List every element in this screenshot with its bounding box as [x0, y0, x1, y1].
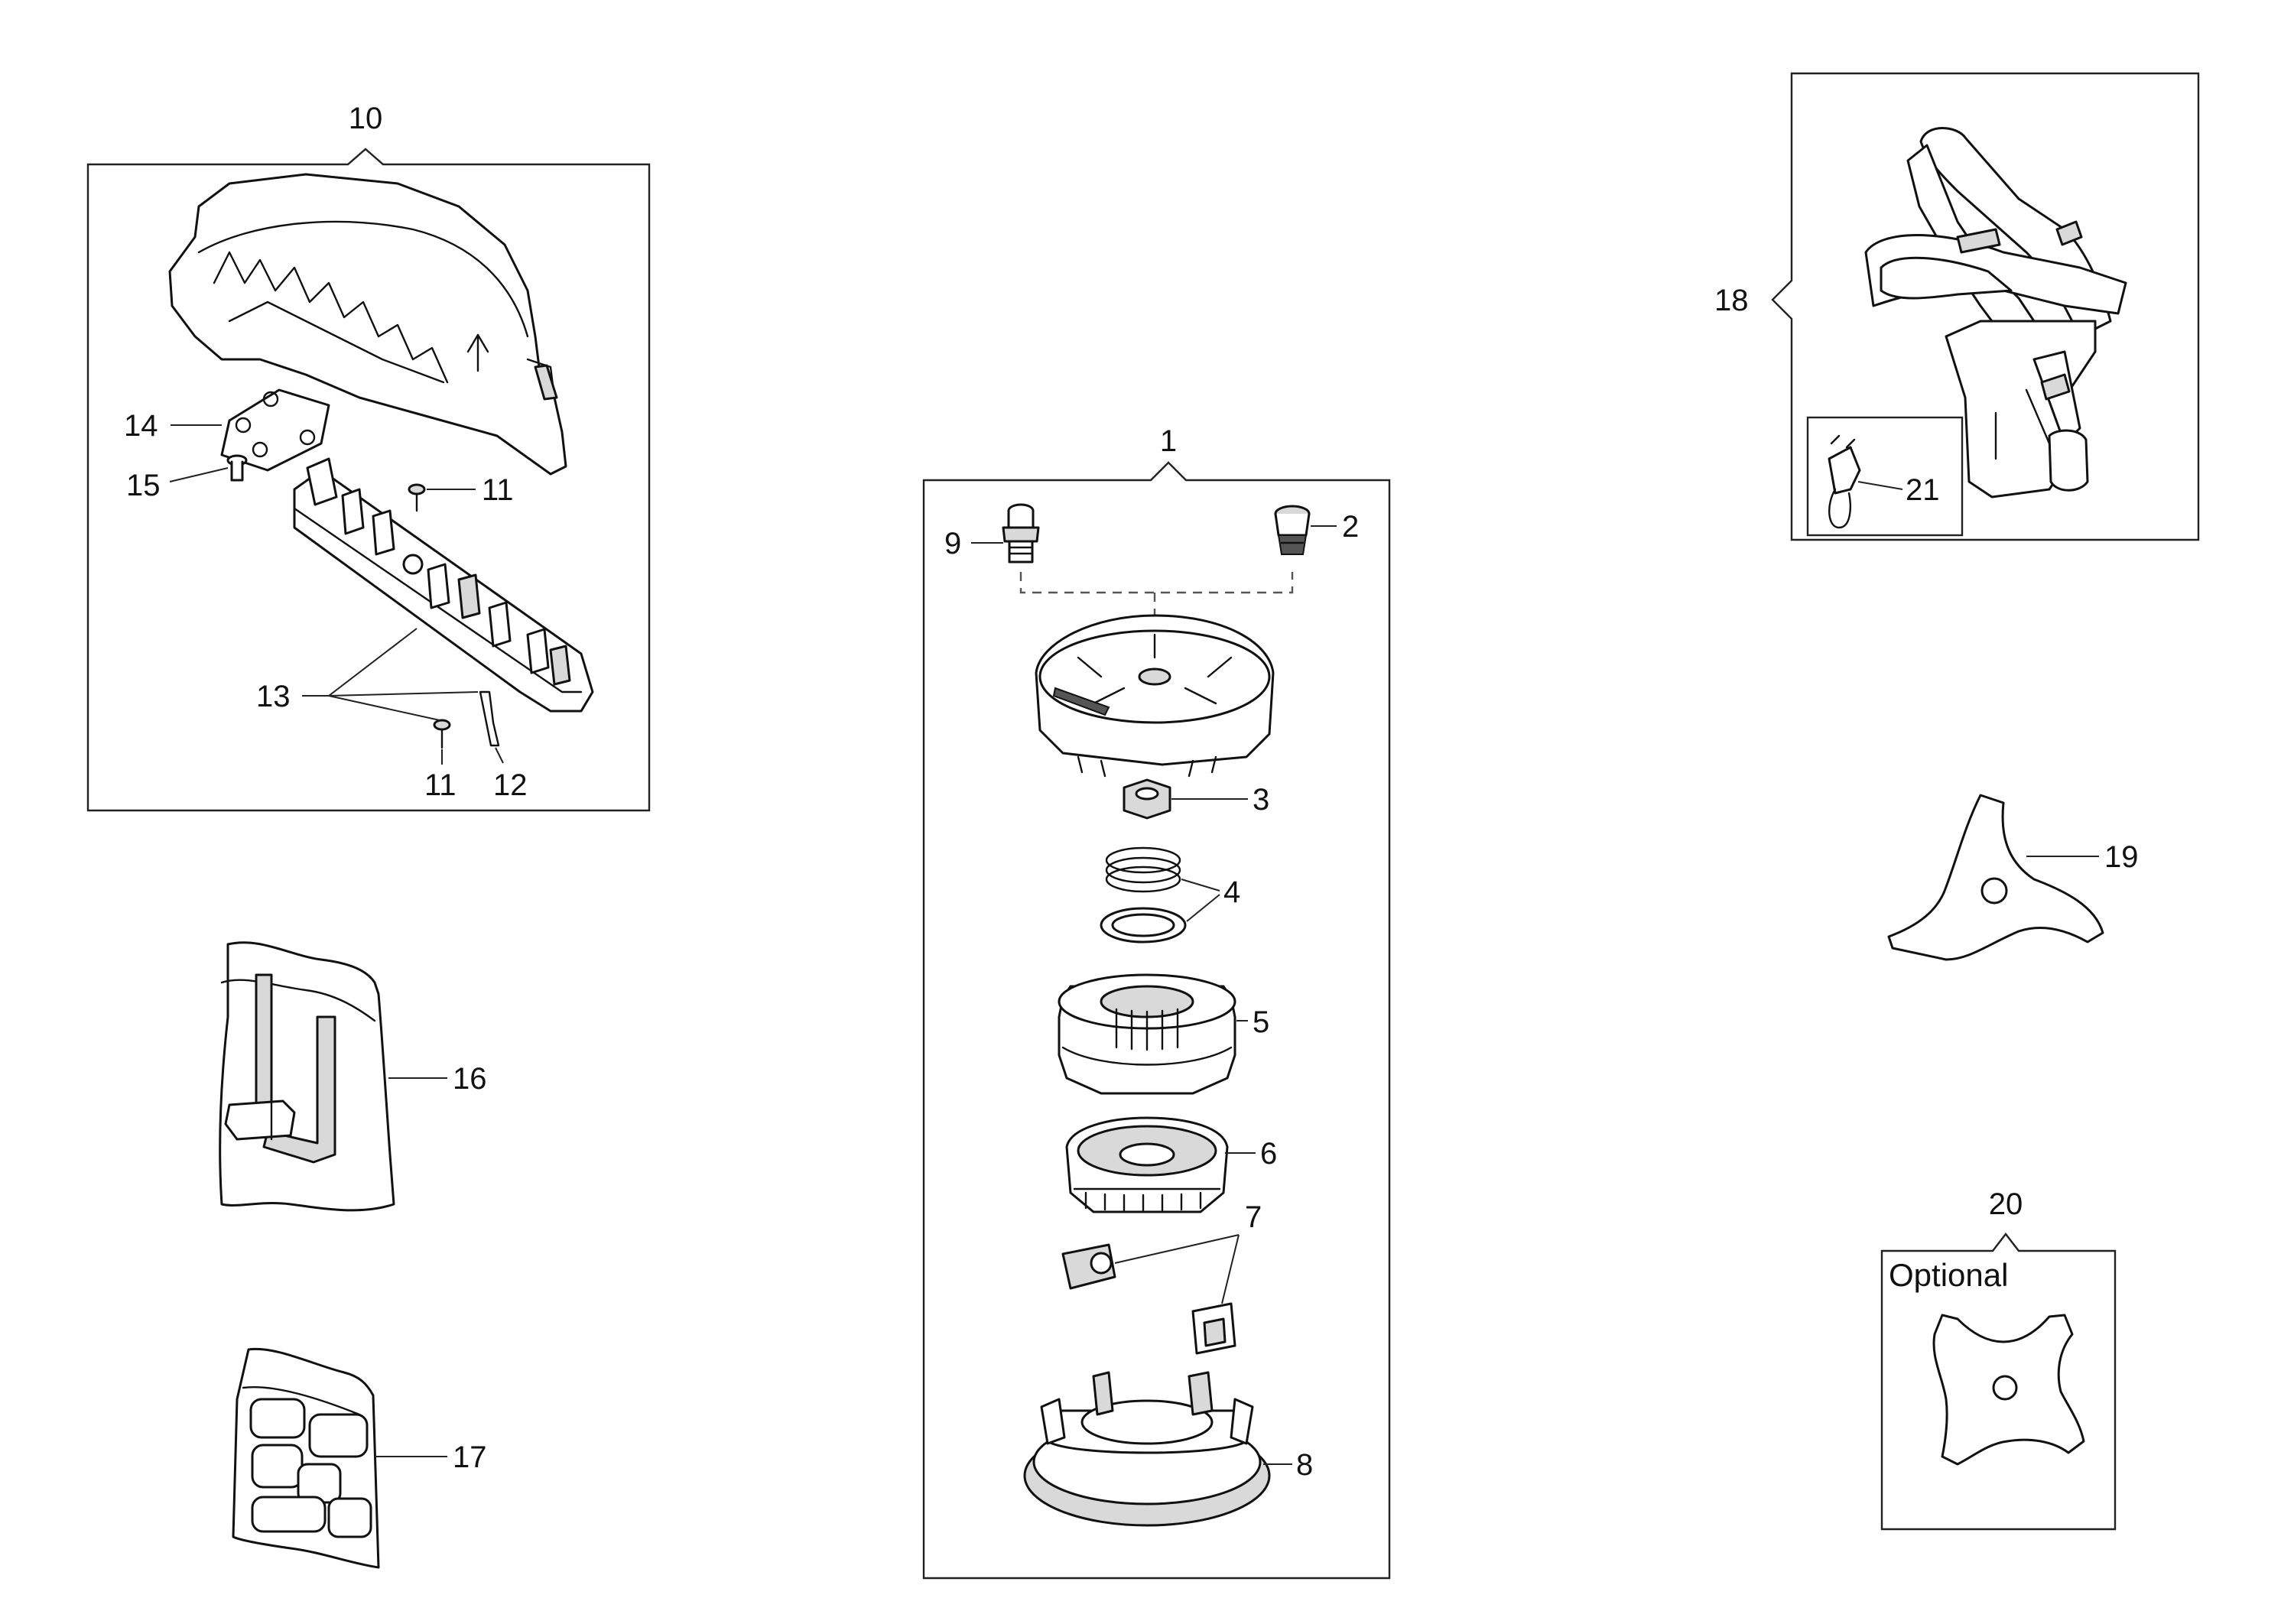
callout-11-lower: 11 [424, 768, 457, 802]
callout-2: 2 [1342, 510, 1359, 544]
callout-13: 13 [256, 680, 291, 713]
leader-12 [495, 747, 504, 764]
three-tooth-blade-group: 19 [1887, 794, 2139, 961]
optional-blade-group: 20 Optional [1880, 1187, 2117, 1531]
pin-part [226, 454, 248, 482]
callout-18: 18 [1714, 284, 1749, 317]
pad-part-6 [327, 1497, 372, 1538]
trimmer-head-frame [922, 461, 1391, 1580]
guard-assembly-group: 10 [86, 102, 651, 812]
leader-7 [1114, 1234, 1240, 1304]
pad-set-group: 17 [232, 1347, 487, 1569]
callout-3: 3 [1253, 783, 1269, 817]
bolt-part [1002, 503, 1040, 564]
callout-1: 1 [1160, 424, 1177, 458]
tool-pouch-part [219, 941, 395, 1212]
optional-label: Optional [1889, 1257, 2008, 1293]
callout-20: 20 [1989, 1187, 2023, 1221]
callout-8: 8 [1296, 1448, 1313, 1482]
hex-nut-part [1123, 778, 1171, 820]
callout-14: 14 [124, 409, 158, 443]
hex-key-part-short [255, 973, 273, 1118]
callout-17: 17 [453, 1440, 487, 1474]
leader-21 [1857, 481, 1903, 490]
trimmer-head-group: 1 9 2 [922, 424, 1391, 1580]
callout-11-upper: 11 [482, 473, 514, 507]
blade-arbor-hole [1980, 877, 2008, 905]
callout-6: 6 [1260, 1137, 1277, 1171]
harness-group: 18 21 [1714, 72, 2200, 541]
spool-cover-part [1035, 614, 1275, 778]
harness-group-frame [1771, 72, 2200, 541]
callout-7: 7 [1245, 1200, 1262, 1234]
line-spool-part [1058, 973, 1236, 1095]
callout-19: 19 [2104, 840, 2139, 874]
head-base-part [1023, 1371, 1271, 1527]
pad-part-5 [251, 1496, 327, 1533]
eyelet-part-right [1191, 1302, 1236, 1355]
callout-15: 15 [126, 469, 161, 502]
hex-key-set-group: 16 [219, 941, 487, 1212]
spool-housing-part [1065, 1116, 1229, 1213]
screw-part-upper [408, 483, 426, 512]
callout-16: 16 [453, 1062, 487, 1096]
optional-blade-arbor-hole [1992, 1375, 2018, 1401]
guard-group-frame [86, 148, 651, 812]
blade-guard-part [168, 173, 567, 476]
screw-part-lower [433, 719, 451, 749]
callout-9: 9 [944, 527, 961, 560]
blade-clip-part [479, 690, 500, 747]
callout-5: 5 [1253, 1005, 1269, 1039]
mounting-plate-part [220, 388, 330, 472]
eyelet-part-left [1061, 1243, 1116, 1290]
callout-10: 10 [349, 102, 383, 135]
spring-washer-part [1100, 846, 1187, 944]
shoulder-harness-part [1864, 127, 2127, 499]
pad-part-3 [251, 1444, 304, 1489]
optional-blade-frame [1880, 1233, 2117, 1531]
adapter-part [1274, 505, 1311, 555]
harness-clip-inset-frame [1806, 416, 1964, 537]
callout-4: 4 [1223, 875, 1240, 909]
callout-21: 21 [1906, 473, 1940, 507]
callout-12: 12 [493, 768, 528, 802]
harness-clip-part [1828, 434, 1861, 529]
pad-part-2 [308, 1413, 369, 1458]
three-tooth-blade-part [1887, 794, 2104, 961]
hex-key-part-long [262, 1015, 336, 1164]
leader-4 [1181, 879, 1220, 922]
pad-part-1 [249, 1398, 306, 1439]
leader-15 [169, 467, 229, 482]
leader-13 [302, 628, 479, 721]
line-cutter-bar-part [293, 457, 594, 713]
